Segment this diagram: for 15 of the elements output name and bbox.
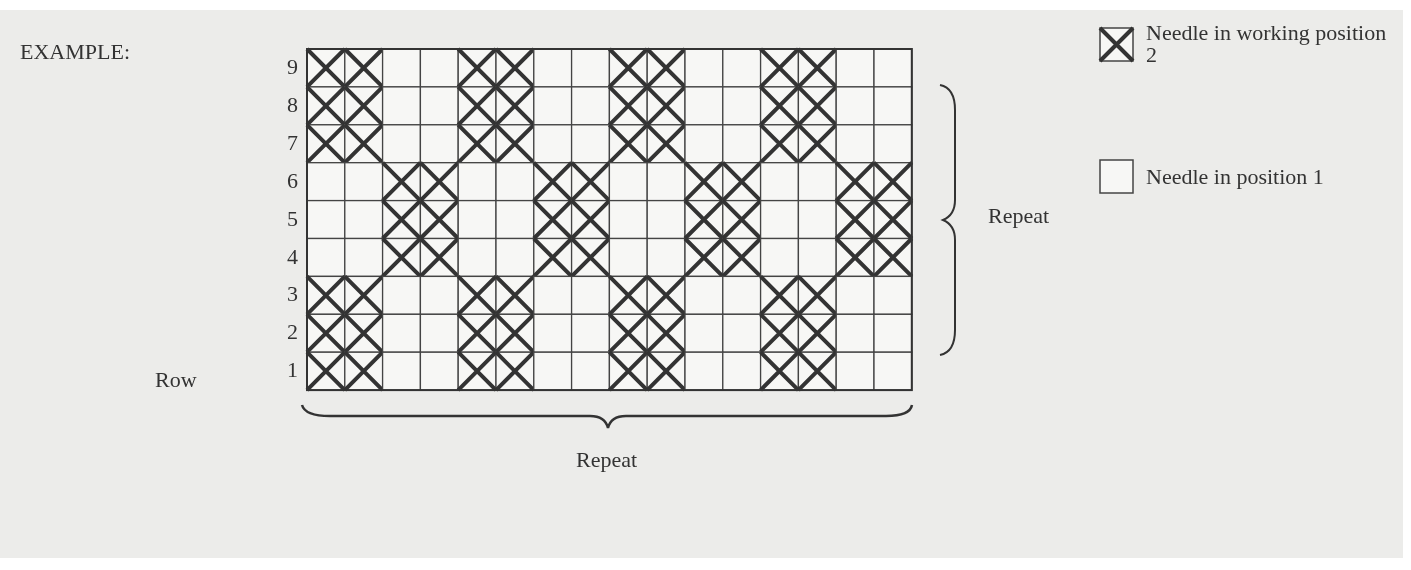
row-number: 3 xyxy=(286,282,298,306)
repeat-label: Repeat xyxy=(988,204,1050,228)
row-number: 1 xyxy=(286,358,298,382)
legend-label: Needle in position 1 xyxy=(1146,166,1325,188)
row-number: 7 xyxy=(286,130,298,154)
row-number: 2 xyxy=(286,320,298,344)
example-heading: EXAMPLE: xyxy=(20,40,130,64)
repeat-label: Repeat xyxy=(576,448,638,472)
row-number: 9 xyxy=(286,55,298,79)
row-label: Row xyxy=(155,368,197,392)
row-number: 5 xyxy=(286,206,298,230)
row-number: 6 xyxy=(286,168,298,192)
legend-label: Needle in working position 2 xyxy=(1146,22,1388,66)
row-number: 8 xyxy=(286,92,298,116)
row-number: 4 xyxy=(286,244,298,268)
